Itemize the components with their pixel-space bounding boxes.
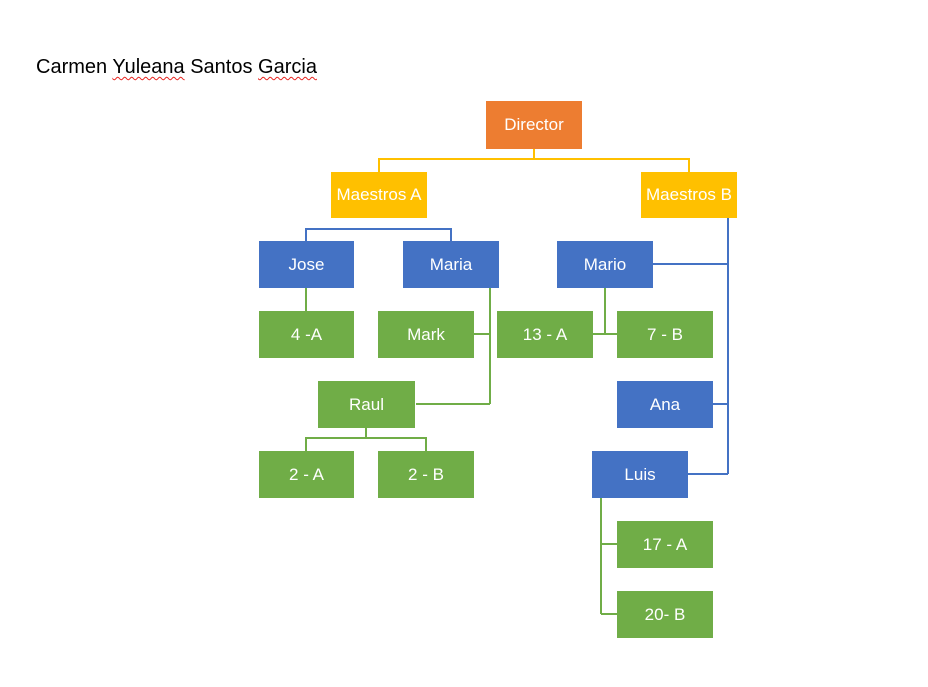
node-group-17a: 17 - A bbox=[617, 521, 713, 568]
node-director: Director bbox=[486, 101, 582, 149]
link-raul-groups bbox=[305, 437, 427, 451]
node-mark: Mark bbox=[378, 311, 474, 358]
node-ana: Ana bbox=[617, 381, 713, 428]
node-maestros-b: Maestros B bbox=[641, 172, 737, 218]
node-raul: Raul bbox=[318, 381, 415, 428]
author-name-spellcheck-1: Yuleana bbox=[112, 56, 185, 78]
author-name-spellcheck-2: Garcia bbox=[258, 56, 317, 78]
node-group-2a: 2 - A bbox=[259, 451, 354, 498]
node-luis: Luis bbox=[592, 451, 688, 498]
node-group-13a: 13 - A bbox=[497, 311, 593, 358]
author-name: Carmen Yuleana Santos Garcia bbox=[36, 56, 317, 79]
node-jose: Jose bbox=[259, 241, 354, 288]
link-director-maestros bbox=[378, 158, 690, 172]
node-group-4a: 4 -A bbox=[259, 311, 354, 358]
node-group-20b: 20- B bbox=[617, 591, 713, 638]
author-first-name: Carmen bbox=[36, 56, 108, 78]
node-group-7b: 7 - B bbox=[617, 311, 713, 358]
node-mario: Mario bbox=[557, 241, 653, 288]
author-middle-name: Santos bbox=[190, 56, 253, 78]
node-maestros-a: Maestros A bbox=[331, 172, 427, 218]
node-group-2b: 2 - B bbox=[378, 451, 474, 498]
link-maestros-a-teachers bbox=[305, 228, 452, 241]
node-maria: Maria bbox=[403, 241, 499, 288]
